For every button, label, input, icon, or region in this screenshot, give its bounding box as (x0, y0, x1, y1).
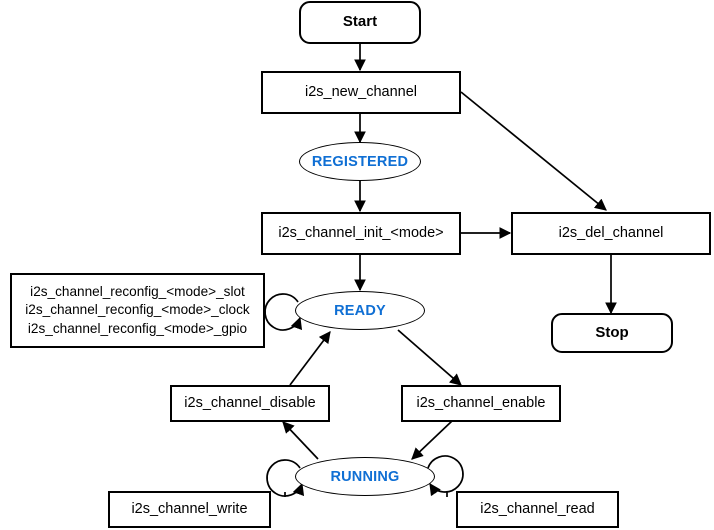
node-i2s-channel-disable[interactable]: i2s_channel_disable (170, 385, 330, 422)
node-i2s-channel-read[interactable]: i2s_channel_read (456, 491, 619, 528)
node-i2s-del-channel-label: i2s_del_channel (558, 225, 664, 242)
node-i2s-del-channel[interactable]: i2s_del_channel (511, 212, 711, 255)
edge-new-channel-to-del-channel (460, 91, 607, 211)
node-state-registered[interactable]: REGISTERED (299, 142, 421, 181)
node-i2s-new-channel-label: i2s_new_channel (304, 84, 418, 101)
node-state-ready[interactable]: READY (295, 291, 425, 330)
node-stop[interactable]: Stop (551, 313, 673, 353)
node-state-running-label: RUNNING (330, 468, 400, 485)
edge-running-to-channel-disable (282, 421, 319, 460)
node-i2s-channel-enable[interactable]: i2s_channel_enable (401, 385, 561, 422)
node-i2s-channel-write[interactable]: i2s_channel_write (108, 491, 271, 528)
node-i2s-new-channel[interactable]: i2s_new_channel (261, 71, 461, 114)
node-stop-label: Stop (595, 323, 629, 341)
edge-channel-enable-to-running (411, 420, 453, 460)
node-i2s-channel-disable-label: i2s_channel_disable (184, 395, 316, 412)
node-i2s-channel-init[interactable]: i2s_channel_init_<mode> (261, 212, 461, 255)
node-reconfig-line-clock: i2s_channel_reconfig_<mode>_clock (25, 302, 250, 318)
node-start-label: Start (342, 13, 378, 31)
edge-ready-to-channel-enable (397, 329, 462, 386)
node-state-running[interactable]: RUNNING (295, 457, 435, 496)
node-i2s-channel-read-label: i2s_channel_read (480, 501, 595, 518)
node-i2s-channel-enable-label: i2s_channel_enable (416, 395, 546, 412)
node-state-registered-label: REGISTERED (311, 153, 409, 170)
node-reconfig-line-slot: i2s_channel_reconfig_<mode>_slot (30, 283, 245, 299)
node-reconfig-line-gpio: i2s_channel_reconfig_<mode>_gpio (27, 320, 248, 336)
edge-channel-disable-to-ready (289, 331, 331, 386)
node-i2s-channel-write-label: i2s_channel_write (131, 501, 248, 518)
node-start[interactable]: Start (299, 1, 421, 44)
node-state-ready-label: READY (334, 302, 386, 319)
node-i2s-channel-init-label: i2s_channel_init_<mode> (278, 225, 444, 242)
node-i2s-channel-reconfig[interactable]: i2s_channel_reconfig_<mode>_slot i2s_cha… (10, 273, 265, 348)
